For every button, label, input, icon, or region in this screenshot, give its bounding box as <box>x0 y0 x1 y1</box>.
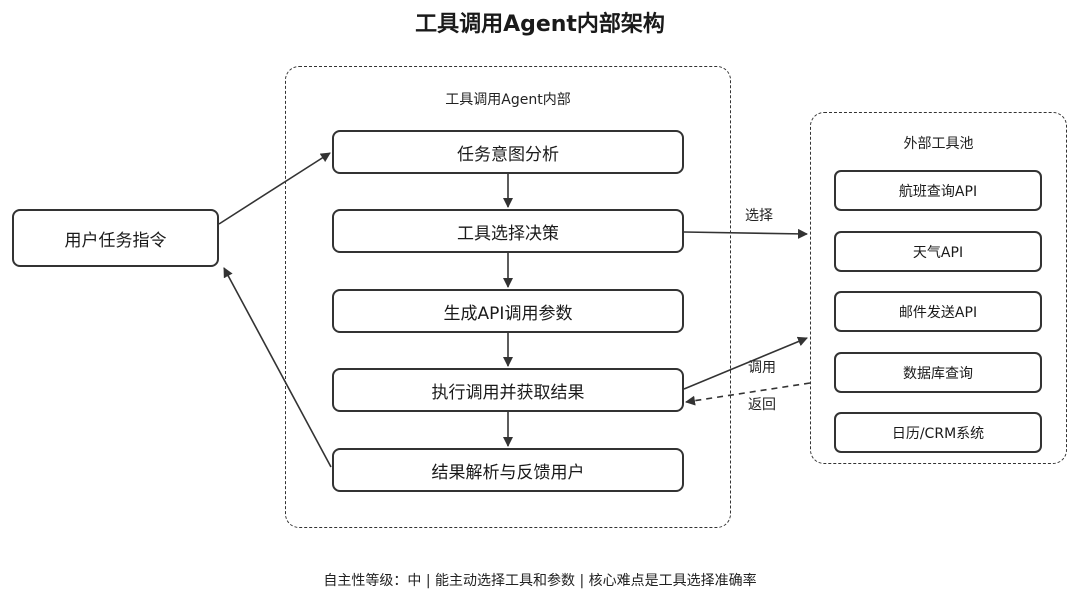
edge-label-call: 调用 <box>748 360 776 376</box>
step-execute-call: 执行调用并获取结果 <box>332 368 684 412</box>
edge-return-from-pool <box>685 382 811 406</box>
edge-call-to-pool <box>683 336 808 390</box>
tool-calendar-crm: 日历/CRM系统 <box>834 412 1042 453</box>
agent-container: 工具调用Agent内部 <box>285 66 731 528</box>
edge-select-to-pool <box>683 228 808 239</box>
diagram-title: 工具调用Agent内部架构 <box>415 12 665 37</box>
tool-flight-api: 航班查询API <box>834 170 1042 211</box>
edge-feedback-to-user <box>223 267 332 468</box>
tool-email-api: 邮件发送API <box>834 291 1042 332</box>
agent-container-label: 工具调用Agent内部 <box>445 92 571 108</box>
step-generate-params: 生成API调用参数 <box>332 289 684 333</box>
step-intent-analysis: 任务意图分析 <box>332 130 684 174</box>
tool-pool-container: 外部工具池 <box>810 112 1067 464</box>
step-tool-selection: 工具选择决策 <box>332 209 684 253</box>
edge-label-return: 返回 <box>748 397 776 413</box>
tool-weather-api: 天气API <box>834 231 1042 272</box>
edge-user-to-intent <box>218 152 331 225</box>
edge-label-select: 选择 <box>745 208 773 224</box>
step-parse-feedback: 结果解析与反馈用户 <box>332 448 684 492</box>
tool-pool-label: 外部工具池 <box>903 136 974 152</box>
footer-note: 自主性等级：中 | 能主动选择工具和参数 | 核心难点是工具选择准确率 <box>323 573 757 589</box>
user-task-input-node: 用户任务指令 <box>12 209 219 267</box>
tool-database-query: 数据库查询 <box>834 352 1042 393</box>
